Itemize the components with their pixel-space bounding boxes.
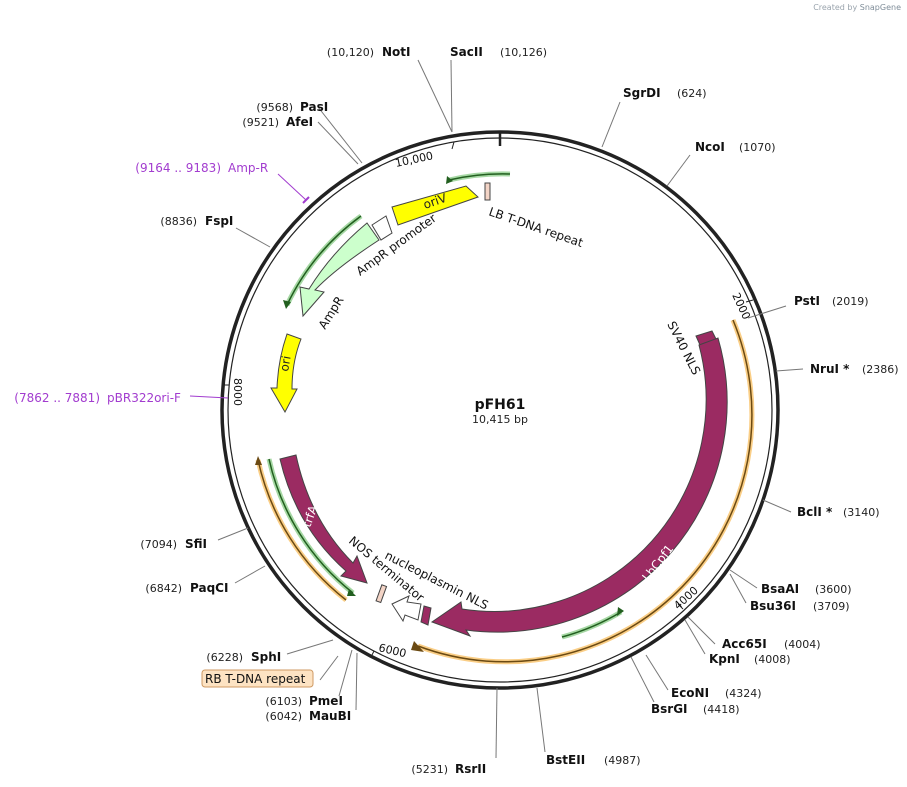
enzyme-pos-acc65i: (4004) (784, 638, 821, 651)
enzyme-paqci[interactable]: PaqCI (190, 581, 228, 595)
enzyme-bsrgi[interactable]: BsrGI (651, 702, 688, 716)
feature-rb-label: RB T-DNA repeat (205, 672, 306, 686)
enzyme-afei[interactable]: AfeI (286, 115, 313, 129)
enzyme-pos-sphi: (6228) (206, 651, 243, 664)
feature-lb-label: LB T-DNA repeat (487, 205, 585, 250)
enzyme-pos-sacii: (10,126) (500, 46, 547, 59)
enzyme-pmei[interactable]: PmeI (309, 694, 343, 708)
primer-amp-r[interactable]: (9164 .. 9183) Amp-R (135, 161, 310, 204)
enzyme-bsaai[interactable]: BsaAI (761, 582, 799, 596)
orf-arcs (255, 171, 755, 665)
enzyme-sfii[interactable]: SfiI (185, 537, 207, 551)
enzyme-sgrdi[interactable]: SgrDI (623, 86, 661, 100)
snapgene-credit: Created by SnapGene (813, 3, 901, 12)
feature-ori-label: ori (277, 355, 293, 373)
enzyme-nrui[interactable]: NruI * (810, 362, 850, 376)
tick-8000: 8000 (231, 378, 244, 406)
enzyme-econi[interactable]: EcoNI (671, 686, 709, 700)
primer-pbr322ori-f[interactable]: (7862 .. 7881) pBR322ori-F (14, 391, 229, 405)
enzyme-pos-bsu36i: (3709) (813, 600, 850, 613)
enzyme-ncoi[interactable]: NcoI (695, 140, 725, 154)
primer-amp-r-range: (9164 .. 9183) (135, 161, 221, 175)
enzyme-acc65i[interactable]: Acc65I (722, 637, 767, 651)
enzyme-psti[interactable]: PstI (794, 294, 820, 308)
enzyme-pos-bcli: (3140) (843, 506, 880, 519)
feature-ori[interactable]: ori (270, 333, 302, 414)
enzyme-labels: (10,120) NotI SacII (10,126) SgrDI (624)… (140, 45, 898, 776)
tick-2000: 2000 (729, 291, 753, 322)
tick-marks (222, 141, 754, 658)
enzyme-pos-nrui: (2386) (862, 363, 899, 376)
tick-6000: 6000 (377, 641, 407, 660)
feature-oriv[interactable]: oriV (391, 185, 479, 226)
enzyme-bsteii[interactable]: BstEII (546, 753, 585, 767)
primer-pbr322ori-f-name: pBR322ori-F (107, 391, 181, 405)
enzyme-maubi[interactable]: MauBI (309, 709, 351, 723)
enzyme-fspi[interactable]: FspI (205, 214, 233, 228)
plasmid-backbone (220, 130, 780, 690)
feature-lb-t-dna-repeat[interactable]: LB T-DNA repeat (484, 182, 585, 250)
enzyme-pos-bsrgi: (4418) (703, 703, 740, 716)
enzyme-pos-maubi: (6042) (265, 710, 302, 723)
enzyme-pos-afei: (9521) (242, 116, 279, 129)
feature-ampr-label: AmpR (316, 294, 347, 332)
enzyme-pos-econi: (4324) (725, 687, 762, 700)
enzyme-pos-fspi: (8836) (160, 215, 197, 228)
enzyme-pos-bsteii: (4987) (604, 754, 641, 767)
enzyme-bcli[interactable]: BclI * (797, 505, 833, 519)
enzyme-leaders (217, 59, 804, 759)
primer-amp-r-name: Amp-R (228, 161, 268, 175)
enzyme-pos-sfii: (7094) (140, 538, 177, 551)
enzyme-pos-ncoi: (1070) (739, 141, 776, 154)
primer-pbr322ori-f-range: (7862 .. 7881) (14, 391, 100, 405)
enzyme-pos-kpni: (4008) (754, 653, 791, 666)
feature-ampr[interactable]: AmpR (299, 222, 380, 332)
enzyme-sphi[interactable]: SphI (251, 650, 281, 664)
enzyme-pasi[interactable]: PasI (300, 100, 328, 114)
enzyme-pos-sgrdi: (624) (677, 87, 707, 100)
enzyme-bsu36i[interactable]: Bsu36I (750, 599, 796, 613)
enzyme-pos-paqci: (6842) (145, 582, 182, 595)
feature-trfa[interactable]: trfA (279, 454, 368, 584)
enzyme-pos-noti: (10,120) (327, 46, 374, 59)
enzyme-pos-rsrii: (5231) (411, 763, 448, 776)
feature-rb-t-dna-repeat[interactable]: RB T-DNA repeat (201, 584, 388, 688)
enzyme-rsrii[interactable]: RsrII (455, 762, 486, 776)
plasmid-name: pFH61 (475, 397, 526, 413)
enzyme-noti[interactable]: NotI (382, 45, 411, 59)
feature-sv40-label: SV40 NLS (664, 319, 703, 377)
enzyme-pos-bsaai: (3600) (815, 583, 852, 596)
enzyme-kpni[interactable]: KpnI (709, 652, 740, 666)
enzyme-sacii[interactable]: SacII (450, 45, 483, 59)
enzyme-pos-pmei: (6103) (265, 695, 302, 708)
enzyme-pos-pasi: (9568) (256, 101, 293, 114)
enzyme-pos-psti: (2019) (832, 295, 869, 308)
plasmid-size: 10,415 bp (472, 413, 528, 426)
